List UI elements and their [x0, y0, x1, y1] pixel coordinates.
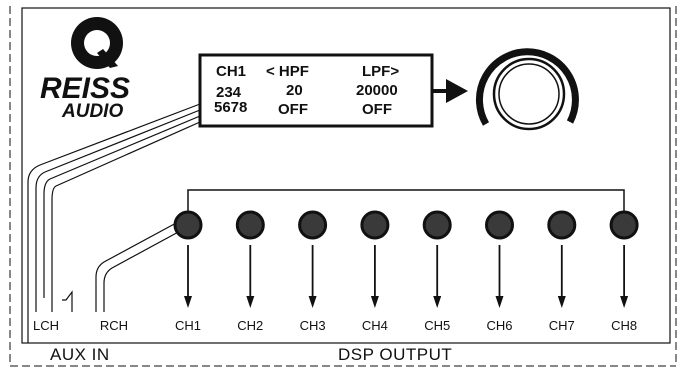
output-jack-5[interactable]	[422, 210, 452, 240]
output-label-1: CH1	[175, 318, 201, 333]
output-jack-8[interactable]	[609, 210, 639, 240]
output-jack-3[interactable]	[298, 210, 328, 240]
output-channel-7: CH7	[547, 210, 577, 333]
output-label-7: CH7	[549, 318, 575, 333]
arrow-head-icon	[620, 296, 629, 308]
rch-cable	[95, 221, 183, 312]
arrow-head-icon	[557, 296, 566, 308]
output-channel-1: CH1	[173, 210, 203, 333]
reiss-audio-logo: REISS AUDIO	[40, 17, 130, 122]
lcd-lpf-value: 20000	[356, 82, 398, 99]
output-label-2: CH2	[237, 318, 263, 333]
output-label-8: CH8	[611, 318, 637, 333]
lcd-hpf-label: < HPF	[266, 63, 309, 80]
knob-range-arc	[476, 48, 579, 126]
output-jack-4[interactable]	[360, 210, 390, 240]
output-jack-7[interactable]	[547, 210, 577, 240]
logo-brand-text: REISS	[40, 72, 130, 105]
output-channel-4: CH4	[360, 210, 390, 333]
lcd-display: CH1 < HPF LPF> 234 20 20000 5678 OFF OFF	[198, 53, 434, 128]
knob-cap	[498, 63, 560, 125]
arrow-head-icon	[246, 296, 255, 308]
output-channel-3: CH3	[298, 210, 328, 333]
output-label-4: CH4	[362, 318, 388, 333]
output-label-3: CH3	[300, 318, 326, 333]
logo-mark-tail	[97, 49, 118, 68]
output-jack-2[interactable]	[235, 210, 265, 240]
input-label-lch: LCH	[33, 318, 59, 333]
rotary-knob[interactable]	[476, 48, 579, 131]
arrow-right-icon	[433, 79, 468, 103]
output-jack-6[interactable]	[485, 210, 514, 240]
lcd-hpf-value: 20	[286, 82, 303, 99]
display-cable	[27, 103, 201, 343]
arrow-head-icon	[370, 296, 379, 308]
output-label-6: CH6	[486, 318, 512, 333]
lcd-channel-label: CH1	[216, 63, 246, 80]
output-label-5: CH5	[424, 318, 450, 333]
output-channel-8: CH8	[609, 210, 639, 333]
lcd-hpf-state: OFF	[278, 101, 308, 118]
output-channels: CH1 CH2 CH3 CH4 CH5 CH6 CH7 CH8	[173, 210, 639, 333]
lch-connection	[35, 290, 73, 312]
output-jack-1[interactable]	[173, 210, 203, 240]
arrow-head-icon	[184, 296, 192, 308]
lcd-lpf-state: OFF	[362, 101, 392, 118]
arrow-head-icon	[433, 296, 442, 308]
output-channel-2: CH2	[235, 210, 265, 333]
arrow-head-icon	[308, 296, 317, 308]
output-bus-line	[187, 189, 625, 222]
output-channel-5: CH5	[422, 210, 452, 333]
input-label-rch: RCH	[100, 318, 128, 333]
lcd-lpf-label: LPF>	[362, 63, 399, 80]
output-channel-6: CH6	[485, 210, 514, 333]
arrow-head-icon	[495, 296, 504, 308]
section-aux-in: AUX IN	[50, 345, 110, 364]
knob-body	[492, 57, 566, 131]
section-dsp-output: DSP OUTPUT	[338, 345, 452, 364]
logo-mark-inner	[84, 30, 110, 56]
logo-sub-text: AUDIO	[61, 101, 123, 122]
lcd-channel-group-2: 5678	[214, 99, 247, 116]
lcd-channel-group-1: 234	[216, 84, 242, 101]
lcd-frame	[198, 53, 434, 128]
